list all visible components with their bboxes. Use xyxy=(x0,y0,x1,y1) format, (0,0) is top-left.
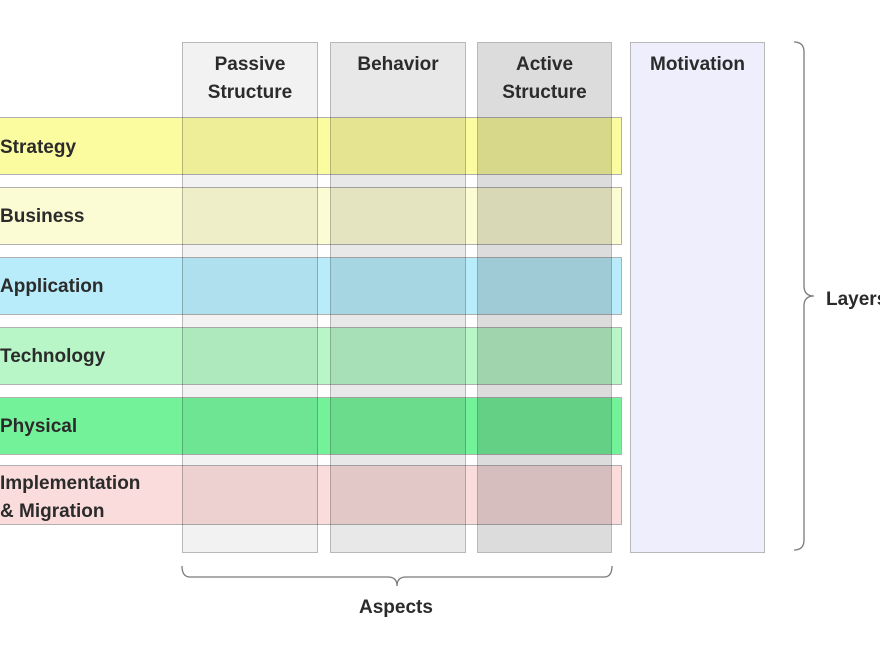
aspects-bracket xyxy=(181,565,613,587)
row-label-implementation-migration: Implementation & Migration xyxy=(0,473,141,522)
row-strategy xyxy=(0,117,622,175)
column-label: Passive Structure xyxy=(207,54,293,103)
row-label-physical: Physical xyxy=(0,416,78,437)
aspects-label: Aspects xyxy=(359,597,433,618)
column-label: Motivation xyxy=(650,54,745,75)
row-business xyxy=(0,187,622,245)
row-application xyxy=(0,257,622,315)
row-label-technology: Technology xyxy=(0,346,106,367)
column-label: Behavior xyxy=(357,54,439,75)
row-label-business: Business xyxy=(0,206,85,227)
row-label-application: Application xyxy=(0,276,104,297)
column-label: Active Structure xyxy=(502,54,587,103)
layers-bracket xyxy=(793,41,815,551)
column-motivation: Motivation xyxy=(630,42,765,553)
row-physical xyxy=(0,397,622,455)
layers-label: Layers xyxy=(826,289,880,310)
row-technology xyxy=(0,327,622,385)
row-implementation-migration xyxy=(0,465,622,525)
row-label-strategy: Strategy xyxy=(0,137,77,158)
